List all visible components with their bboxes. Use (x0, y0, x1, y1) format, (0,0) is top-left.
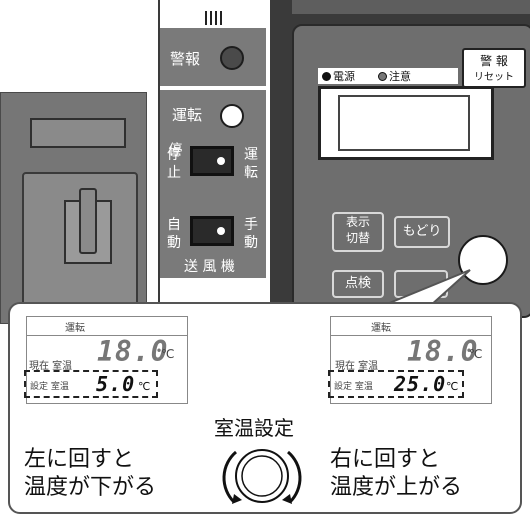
display-switch-label-top: 表示 (345, 215, 370, 229)
power-indicator-icon (322, 72, 331, 81)
fan-control-panel (160, 90, 266, 278)
temperature-knob[interactable] (458, 235, 508, 285)
door-handle-grip[interactable] (79, 188, 97, 254)
auto-manual-switch-knob (217, 227, 225, 235)
lcd-right-set-label: 設定 室温 (334, 382, 373, 392)
lcd-left-set-highlight: 設定 室温 5.0 ℃ (24, 370, 158, 398)
stop-label: 停 (166, 142, 183, 156)
rotation-dial-icon (222, 449, 302, 504)
back-button-label: もどり (402, 224, 442, 239)
display-screen (338, 95, 470, 151)
lcd-right: 運転 現在 室温 18.0 ℃ (330, 316, 492, 404)
lcd-left-set-unit: ℃ (138, 380, 151, 393)
column-vent-icon (203, 10, 227, 25)
stop-label-top-text: 停 (167, 147, 181, 163)
lcd-left-current-value: 18.0 (97, 335, 169, 368)
lcd-left-divider (27, 335, 187, 336)
check-button-label: 点検 (344, 276, 371, 291)
run-stop-switch[interactable] (190, 146, 234, 176)
manual-label-top: 手 (244, 217, 258, 233)
check-button[interactable]: 点検 (332, 270, 384, 298)
lcd-right-divider (331, 335, 491, 336)
stop-label-bottom-text: 止 (167, 165, 181, 181)
run-label: 運転 (172, 106, 203, 124)
lcd-right-current-unit: ℃ (469, 347, 483, 361)
display-switch-button[interactable]: 表示 切替 (332, 212, 384, 252)
caution-label: 注意 (389, 70, 411, 83)
run-lamp-icon (220, 104, 244, 128)
alarm-label: 警報 (170, 50, 201, 68)
run-switch-label-bottom: 転 (244, 165, 258, 181)
turn-left-line1: 左に回すと (24, 447, 135, 472)
lcd-right-current-label: 現在 室温 (335, 361, 379, 372)
lcd-right-set-value: 25.0 (394, 372, 447, 396)
lcd-left-set-value: 5.0 (96, 372, 136, 396)
fan-label: 送 風 機 (184, 259, 235, 275)
back-button[interactable]: もどり (394, 216, 450, 248)
alarm-reset-label-bottom: リセット (474, 72, 514, 83)
turn-right-line1: 右に回すと (330, 447, 441, 472)
lcd-left-set-label: 設定 室温 (30, 382, 69, 392)
stop-label-top: 停 (166, 142, 183, 156)
lcd-right-set-unit: ℃ (446, 380, 459, 393)
auto-label-top: 自 (167, 217, 181, 233)
manual-label-bottom: 動 (244, 235, 258, 251)
auto-label-bottom: 動 (167, 235, 181, 251)
lcd-left: 運転 現在 室温 18.0 ℃ (26, 316, 188, 404)
panel-top-strip (292, 0, 530, 14)
lcd-left-current-unit: ℃ (161, 347, 175, 361)
lcd-right-current-value: 18.0 (407, 335, 479, 368)
turn-left-line2: 温度が下がる (24, 475, 157, 500)
alarm-reset-label-top: 警 報 (480, 54, 508, 68)
turn-right-line2: 温度が上がる (330, 475, 463, 500)
lcd-right-mode: 運転 (371, 323, 391, 334)
room-temp-setting-title: 室温設定 (214, 416, 294, 440)
caution-indicator-icon (378, 72, 387, 81)
lcd-left-current-label: 現在 室温 (29, 361, 73, 372)
alarm-reset-button[interactable]: 警 報 リセット (462, 48, 526, 88)
run-stop-switch-knob (217, 157, 225, 165)
power-label: 電源 (333, 70, 355, 83)
vent-slot (30, 118, 126, 148)
status-indicator-strip: 電源 注意 (318, 68, 458, 84)
lcd-left-mode: 運転 (65, 323, 85, 334)
run-switch-label-top: 運 (244, 147, 258, 163)
display-switch-label-bottom: 切替 (345, 231, 370, 245)
lcd-right-set-highlight: 設定 室温 25.0 ℃ (328, 370, 464, 398)
auto-manual-switch[interactable] (190, 216, 234, 246)
alarm-panel (160, 28, 266, 86)
alarm-lamp-icon (220, 46, 244, 70)
